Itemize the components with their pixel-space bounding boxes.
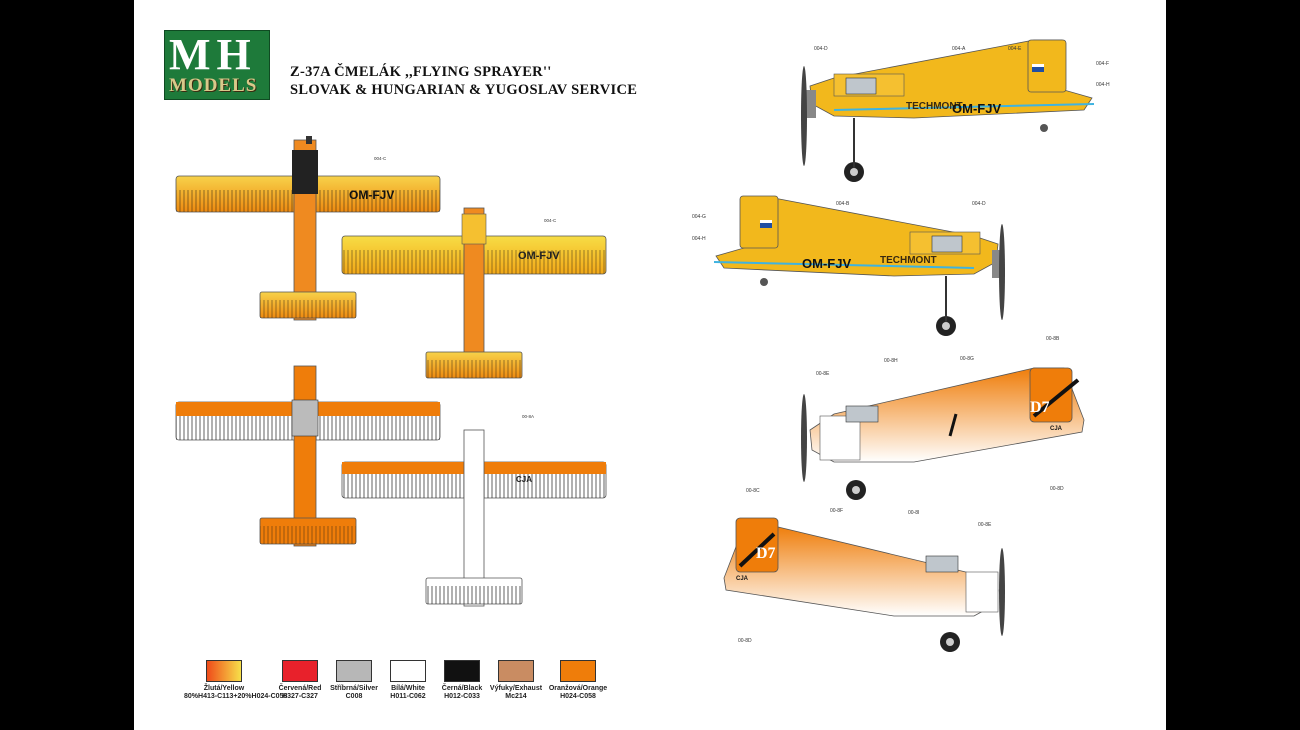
swatch-silver-name: Stříbrná/Silver xyxy=(330,685,378,692)
swatch-silver-code: C008 xyxy=(345,693,363,700)
sheet-subtitle: SLOVAK & HUNGARIAN & YUGOSLAV SERVICE xyxy=(290,82,638,98)
camouflage-artwork: OM-FJV OM-FJV xyxy=(175,39,1110,652)
stencil-004-g-2: 004-G xyxy=(692,214,706,220)
swatch-yellow: Žlutá/Yellow 80%H413-C113+20%H024-C058 xyxy=(184,660,288,701)
swatch-red-code: H327-C327 xyxy=(282,693,318,700)
swatch-orange: Oranžová/Orange H024-C058 xyxy=(538,660,618,701)
swatch-black-code: H012-C033 xyxy=(444,693,480,700)
side4-tail-code: D7 xyxy=(756,545,776,562)
stencil-00-8f-4: 00-8F xyxy=(830,508,843,514)
swatch-yellow-name: Žlutá/Yellow xyxy=(203,685,245,692)
swatch-exhaust: Výfuky/Exhaust Mc214 xyxy=(476,660,556,701)
plan1-registration: OM-FJV xyxy=(349,188,394,202)
stencil-00-8d-4: 00-8D xyxy=(738,638,752,644)
stencil-00-8c-4: 00-8C xyxy=(746,488,760,494)
logo-name: MODELS xyxy=(169,75,258,96)
swatch-orange-code: H024-C058 xyxy=(560,693,596,700)
stencil-004-d-2: 004-D xyxy=(972,201,986,207)
stencil-00-8e-3: 00-8E xyxy=(816,371,830,377)
stencil-00-8b-3: 00-8B xyxy=(1046,336,1060,342)
side1-sponsor: TECHMONT xyxy=(906,101,963,112)
swatch-exhaust-code: Mc214 xyxy=(505,693,527,700)
side3-registration: CJA xyxy=(1050,426,1063,432)
side-view-yugoslav-right: D7 CJA 00-8C 00-8F 00-8I 00-8E 00-8D xyxy=(723,488,1005,652)
swatch-yellow-chip xyxy=(206,660,242,682)
swatch-white-code: H011-C062 xyxy=(390,693,426,700)
swatch-black-name: Černá/Black xyxy=(441,685,483,692)
side3-tail-code: D7 xyxy=(1030,399,1050,416)
swatch-black-chip xyxy=(444,660,480,682)
side2-sponsor: TECHMONT xyxy=(880,255,937,266)
swatch-red-name: Červená/Red xyxy=(278,685,322,692)
swatch-yellow-code: 80%H413-C113+20%H024-C058 xyxy=(184,693,288,700)
stencil-plan-004-c-1: 004-C xyxy=(374,156,387,161)
stencil-004-b-2: 004-B xyxy=(836,201,850,207)
side-view-slovak-left: TECHMONT OM-FJV 004-D 004-A 004-E 004-F … xyxy=(801,39,1110,182)
stencil-004-h-1: 004-H xyxy=(1096,82,1110,88)
swatch-white: Bílá/White H011-C062 xyxy=(368,660,448,701)
stencil-00-8d-3: 00-8D xyxy=(1050,486,1064,492)
swatch-silver: Stříbrná/Silver C008 xyxy=(314,660,394,701)
swatch-white-chip xyxy=(390,660,426,682)
stencil-00-8i-4: 00-8I xyxy=(908,510,919,516)
side4-registration: CJA xyxy=(736,576,749,582)
swatch-red: Červená/Red H327-C327 xyxy=(260,660,340,701)
logo-mark: MH xyxy=(169,30,257,79)
instruction-sheet: MH MODELS Z-37A ČMELÁK ,,FLYING SPRAYER'… xyxy=(134,0,1166,730)
stencil-004-d-1: 004-D xyxy=(814,46,828,52)
swatch-orange-chip xyxy=(560,660,596,682)
swatch-red-chip xyxy=(282,660,318,682)
side-view-yugoslav-left: D7 CJA 00-8E 00-8H 00-8G 00-8B 00-8D xyxy=(801,336,1085,500)
stencil-004-h-2: 004-H xyxy=(692,236,706,242)
plan2-registration: OM-FJV xyxy=(518,250,560,262)
stencil-00-8h-3: 00-8H xyxy=(884,358,898,364)
mh-models-logo: MH MODELS xyxy=(164,30,270,100)
swatch-white-name: Bílá/White xyxy=(391,685,425,692)
plan-view-slovak-bottom: OM-FJV xyxy=(341,207,607,379)
stencil-00-8e-4: 00-8E xyxy=(978,522,992,528)
stencil-004-f-1: 004-F xyxy=(1096,61,1109,67)
stencil-plan-00-8a: 00-8A xyxy=(522,414,534,419)
swatch-silver-chip xyxy=(336,660,372,682)
side2-registration: OM-FJV xyxy=(802,256,851,271)
side1-registration: OM-FJV xyxy=(952,101,1001,116)
sheet-title: Z-37A ČMELÁK ,,FLYING SPRAYER'' xyxy=(290,64,552,80)
plan-view-yugoslav-top xyxy=(175,365,441,547)
stencil-00-8g-3: 00-8G xyxy=(960,356,974,362)
swatch-black: Černá/Black H012-C033 xyxy=(422,660,502,701)
plan-view-yugoslav-bottom: CJA xyxy=(341,429,607,607)
plan-view-slovak-top: OM-FJV xyxy=(175,136,441,321)
stencil-004-a-1: 004-A xyxy=(952,46,966,52)
swatch-exhaust-chip xyxy=(498,660,534,682)
plan4-registration: CJA xyxy=(516,475,532,484)
stencil-004-e-1: 004-E xyxy=(1008,46,1022,52)
stencil-plan-004-c-2: 004-C xyxy=(544,218,557,223)
swatch-orange-name: Oranžová/Orange xyxy=(548,685,608,692)
swatch-exhaust-name: Výfuky/Exhaust xyxy=(489,685,543,692)
side-view-slovak-right: TECHMONT OM-FJV 004-G 004-H 004-B 004-D xyxy=(692,195,1005,336)
